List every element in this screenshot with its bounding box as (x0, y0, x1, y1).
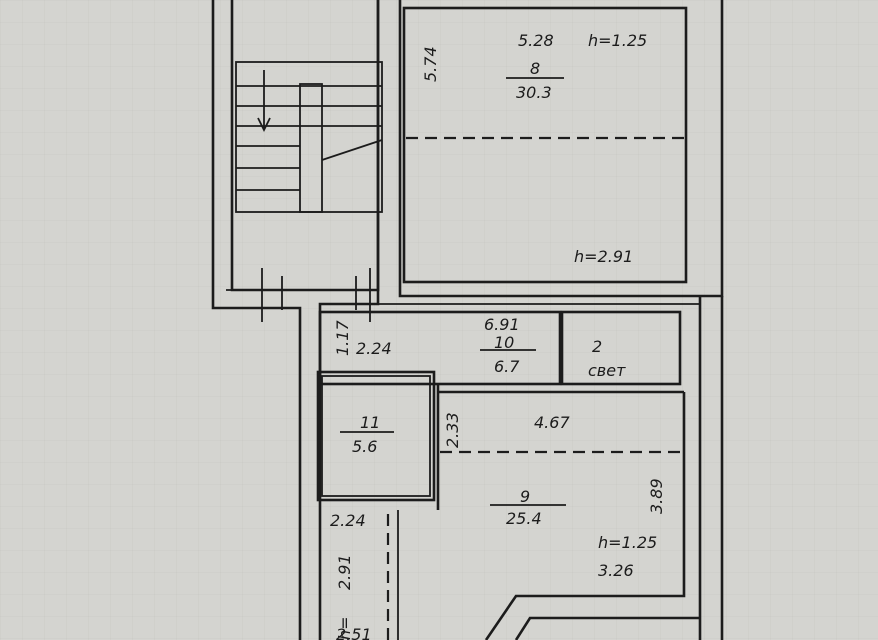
room-2-number: 2 (592, 337, 602, 356)
room-10-number: 10 (494, 333, 514, 352)
room-8-height-bottom: h=2.91 (574, 247, 633, 266)
room-11 (316, 370, 436, 502)
corridor-width: 2.51 (336, 625, 372, 640)
room-8-length: 5.74 (421, 46, 440, 82)
room-8 (402, 6, 688, 284)
arrow-down-icon (257, 117, 271, 133)
room-8-area: 30.3 (516, 83, 552, 102)
room-9-number: 9 (520, 487, 530, 506)
room-10-area: 6.7 (494, 357, 520, 376)
room-9-width: 4.67 (534, 413, 570, 432)
room-10-width: 6.91 (484, 315, 520, 334)
room-9-area: 25.4 (506, 509, 542, 528)
corridor-height: h= (335, 616, 354, 640)
outer-walls (318, 0, 724, 640)
room-8-width: 5.28 (518, 31, 554, 50)
room-8-number: 8 (530, 59, 540, 78)
room-9-height: h=1.25 (598, 533, 657, 552)
room-9-side: 2.33 (443, 412, 462, 448)
room-9 (436, 384, 684, 510)
corridor-length: 2.91 (335, 554, 354, 590)
room-9-length: 3.89 (647, 478, 666, 514)
room-8-height-top: h=1.25 (588, 31, 647, 50)
room-9-bottom-width: 3.26 (598, 561, 634, 580)
room-10-side: 1.17 (333, 320, 352, 356)
room-11-number: 11 (360, 413, 380, 432)
room-11-width: 2.24 (330, 511, 366, 530)
corridor (386, 510, 399, 640)
room-11-area: 5.6 (352, 437, 377, 456)
room-10 (318, 310, 682, 386)
room-10-length: 2.24 (356, 339, 392, 358)
room-2-note: свет (588, 361, 626, 380)
